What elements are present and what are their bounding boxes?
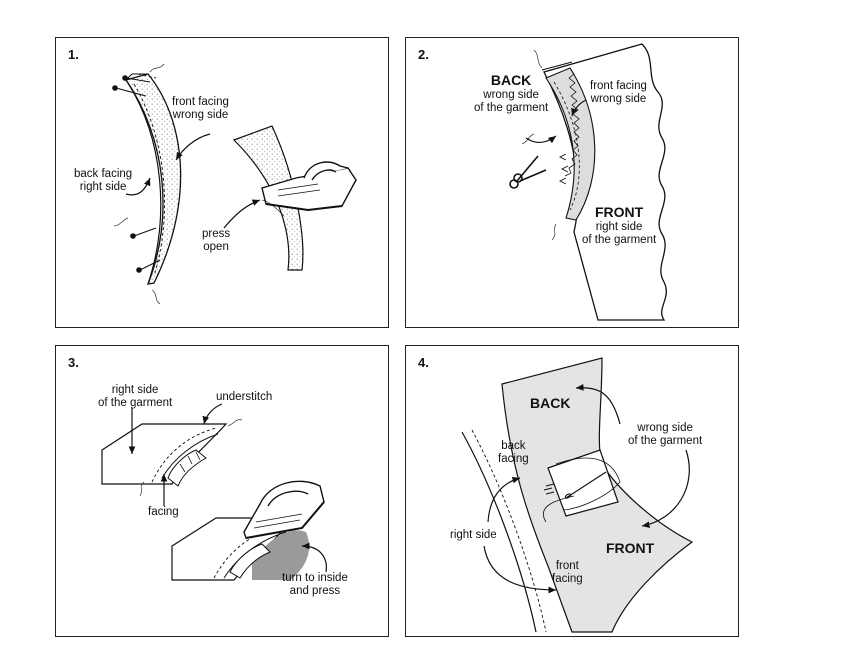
right-side-label: right side [450,529,497,541]
step-4-illustration [461,357,694,633]
step-3-illustration [101,403,327,581]
back-label: BACK [530,395,571,411]
understitch-label: understitch [216,391,273,403]
step-2-illustration [509,43,667,321]
needle-icon [543,471,607,499]
front-facing-strip [124,73,182,285]
seam-line [133,83,165,277]
step-1-illustration [112,63,357,305]
facing-roll [167,449,207,487]
facing-label: facing [148,506,179,518]
iron-icon [261,161,357,212]
pin-icon [112,75,161,273]
step-number: 4. [418,355,429,370]
scissors-icon [509,155,547,189]
step-number: 2. [418,47,429,62]
step-number: 1. [68,47,79,62]
front-label: FRONT [606,540,655,556]
step-number: 3. [68,355,79,370]
shadow-area [252,530,310,580]
iron-icon [243,480,325,539]
armhole-curve [461,431,537,633]
facing-zigzag [545,67,596,221]
back-facing-edge [125,79,162,285]
